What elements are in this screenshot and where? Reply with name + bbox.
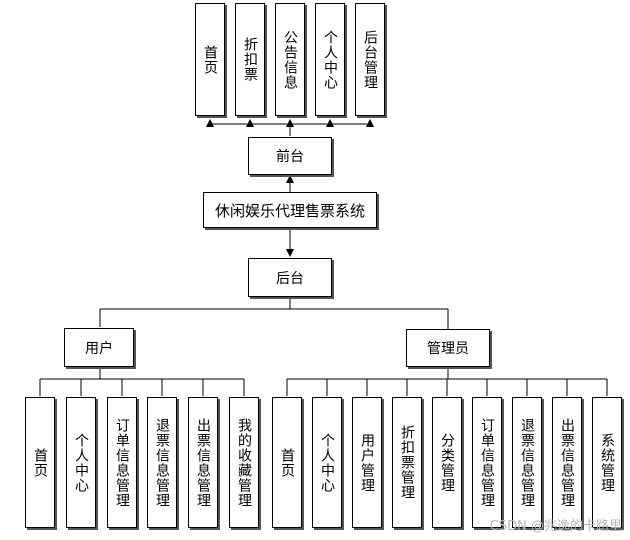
user-module-order-info: 订单信息管理 xyxy=(107,397,137,528)
user-module-label: 我的收藏管理 xyxy=(236,417,252,508)
user-module-ticket-issue-info: 出票信息管理 xyxy=(188,397,218,528)
user-module-label: 首页 xyxy=(32,447,48,478)
admin-module-category: 分类管理 xyxy=(432,397,462,528)
admin-module-label: 退票信息管理 xyxy=(519,417,535,508)
admin-module-user-management: 用户管理 xyxy=(352,397,382,528)
front-node: 前台 xyxy=(248,137,332,175)
user-node-label: 用户 xyxy=(85,340,113,357)
front-module-home: 首页 xyxy=(195,3,225,116)
admin-module-label: 出票信息管理 xyxy=(559,417,575,508)
user-module-personal-center: 个人中心 xyxy=(66,397,96,528)
front-module-announcement: 公告信息 xyxy=(275,3,305,116)
front-module-label: 后台管理 xyxy=(362,29,378,90)
admin-module-ticket-issue-info: 出票信息管理 xyxy=(552,397,582,528)
user-module-label: 出票信息管理 xyxy=(195,417,211,508)
front-module-label: 折扣票 xyxy=(242,37,258,82)
front-module-personal-center: 个人中心 xyxy=(315,3,345,116)
user-module-favorites: 我的收藏管理 xyxy=(229,397,259,528)
admin-module-label: 个人中心 xyxy=(319,432,335,493)
user-module-refund-info: 退票信息管理 xyxy=(147,397,177,528)
root-node: 休闲娱乐代理售票系统 xyxy=(203,192,377,228)
admin-module-discount-ticket: 折扣票管理 xyxy=(392,397,422,528)
watermark: CSDN @兆逸的卡路里 xyxy=(489,519,622,534)
admin-node-label: 管理员 xyxy=(427,341,469,357)
admin-module-label: 用户管理 xyxy=(359,432,375,493)
admin-module-label: 分类管理 xyxy=(439,432,455,493)
user-module-label: 个人中心 xyxy=(73,432,89,493)
front-module-label: 公告信息 xyxy=(282,29,298,90)
user-node: 用户 xyxy=(64,328,134,367)
front-module-discount-ticket: 折扣票 xyxy=(235,3,265,116)
front-module-label: 个人中心 xyxy=(322,29,338,90)
admin-module-home: 首页 xyxy=(272,397,302,528)
user-module-label: 退票信息管理 xyxy=(154,417,170,508)
admin-module-label: 首页 xyxy=(279,447,295,478)
user-module-home: 首页 xyxy=(25,397,55,528)
admin-module-refund-info: 退票信息管理 xyxy=(512,397,542,528)
user-module-label: 订单信息管理 xyxy=(114,417,130,508)
root-node-label: 休闲娱乐代理售票系统 xyxy=(214,201,365,220)
front-module-label: 首页 xyxy=(202,44,218,75)
admin-module-label: 系统管理 xyxy=(599,432,615,493)
admin-node: 管理员 xyxy=(406,329,490,367)
front-module-backend-admin: 后台管理 xyxy=(355,3,385,116)
back-node: 后台 xyxy=(248,258,332,297)
admin-module-personal-center: 个人中心 xyxy=(312,397,342,528)
front-node-label: 前台 xyxy=(276,149,304,165)
admin-module-order-info: 订单信息管理 xyxy=(472,397,502,528)
back-node-label: 后台 xyxy=(276,270,304,287)
admin-module-system: 系统管理 xyxy=(592,397,622,528)
admin-module-label: 订单信息管理 xyxy=(479,417,495,508)
admin-module-label: 折扣票管理 xyxy=(399,425,415,500)
